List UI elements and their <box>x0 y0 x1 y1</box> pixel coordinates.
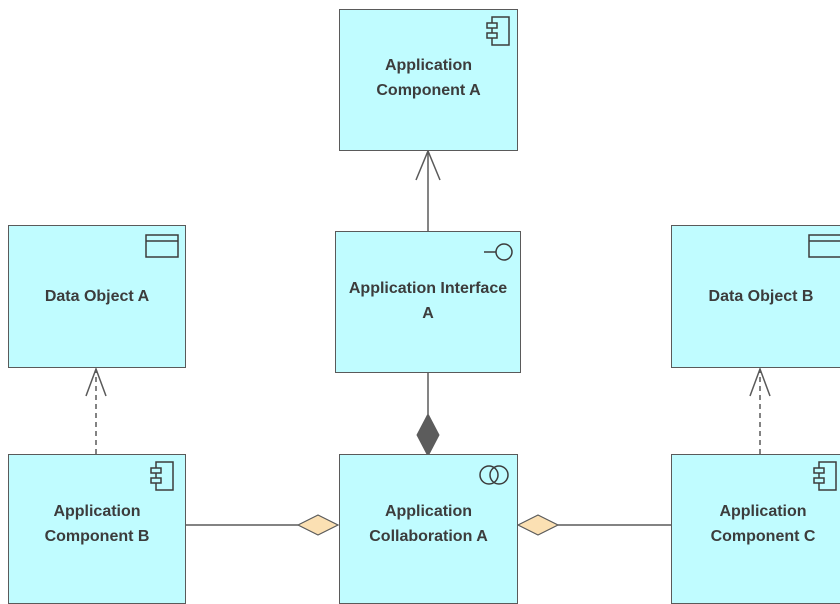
app-component-a-label: Application Component A <box>376 57 481 99</box>
app-component-c-node[interactable]: Application Component C <box>671 454 840 604</box>
app-interface-a-label: Application Interface A <box>348 280 508 322</box>
component-icon <box>150 461 174 491</box>
component-icon <box>486 16 510 46</box>
composition-collaboration-interface <box>416 372 440 458</box>
aggregation-collaboration-component-b <box>186 514 340 536</box>
data-object-b-node[interactable]: Data Object B <box>671 225 840 368</box>
app-interface-a-node[interactable]: Application Interface A <box>335 231 521 373</box>
data-object-a-label: Data Object A <box>44 288 150 305</box>
data-object-a-node[interactable]: Data Object A <box>8 225 186 368</box>
app-component-a-node[interactable]: Application Component A <box>339 9 518 151</box>
component-icon <box>813 461 837 491</box>
data-object-icon <box>808 234 840 258</box>
aggregation-collaboration-component-c <box>516 514 671 536</box>
assignment-interface-to-component-a <box>415 149 441 231</box>
access-component-b-to-data-object-a <box>85 366 107 454</box>
app-collaboration-a-node[interactable]: Application Collaboration A <box>339 454 518 604</box>
access-component-c-to-data-object-b <box>749 366 771 454</box>
data-object-icon <box>145 234 179 258</box>
data-object-b-label: Data Object B <box>708 288 814 305</box>
app-component-b-label: Application Component B <box>44 503 150 545</box>
app-collaboration-a-label: Application Collaboration A <box>369 503 488 545</box>
interface-icon <box>484 243 513 261</box>
app-component-c-label: Application Component C <box>710 503 816 545</box>
app-component-b-node[interactable]: Application Component B <box>8 454 186 604</box>
collaboration-icon <box>479 465 509 485</box>
